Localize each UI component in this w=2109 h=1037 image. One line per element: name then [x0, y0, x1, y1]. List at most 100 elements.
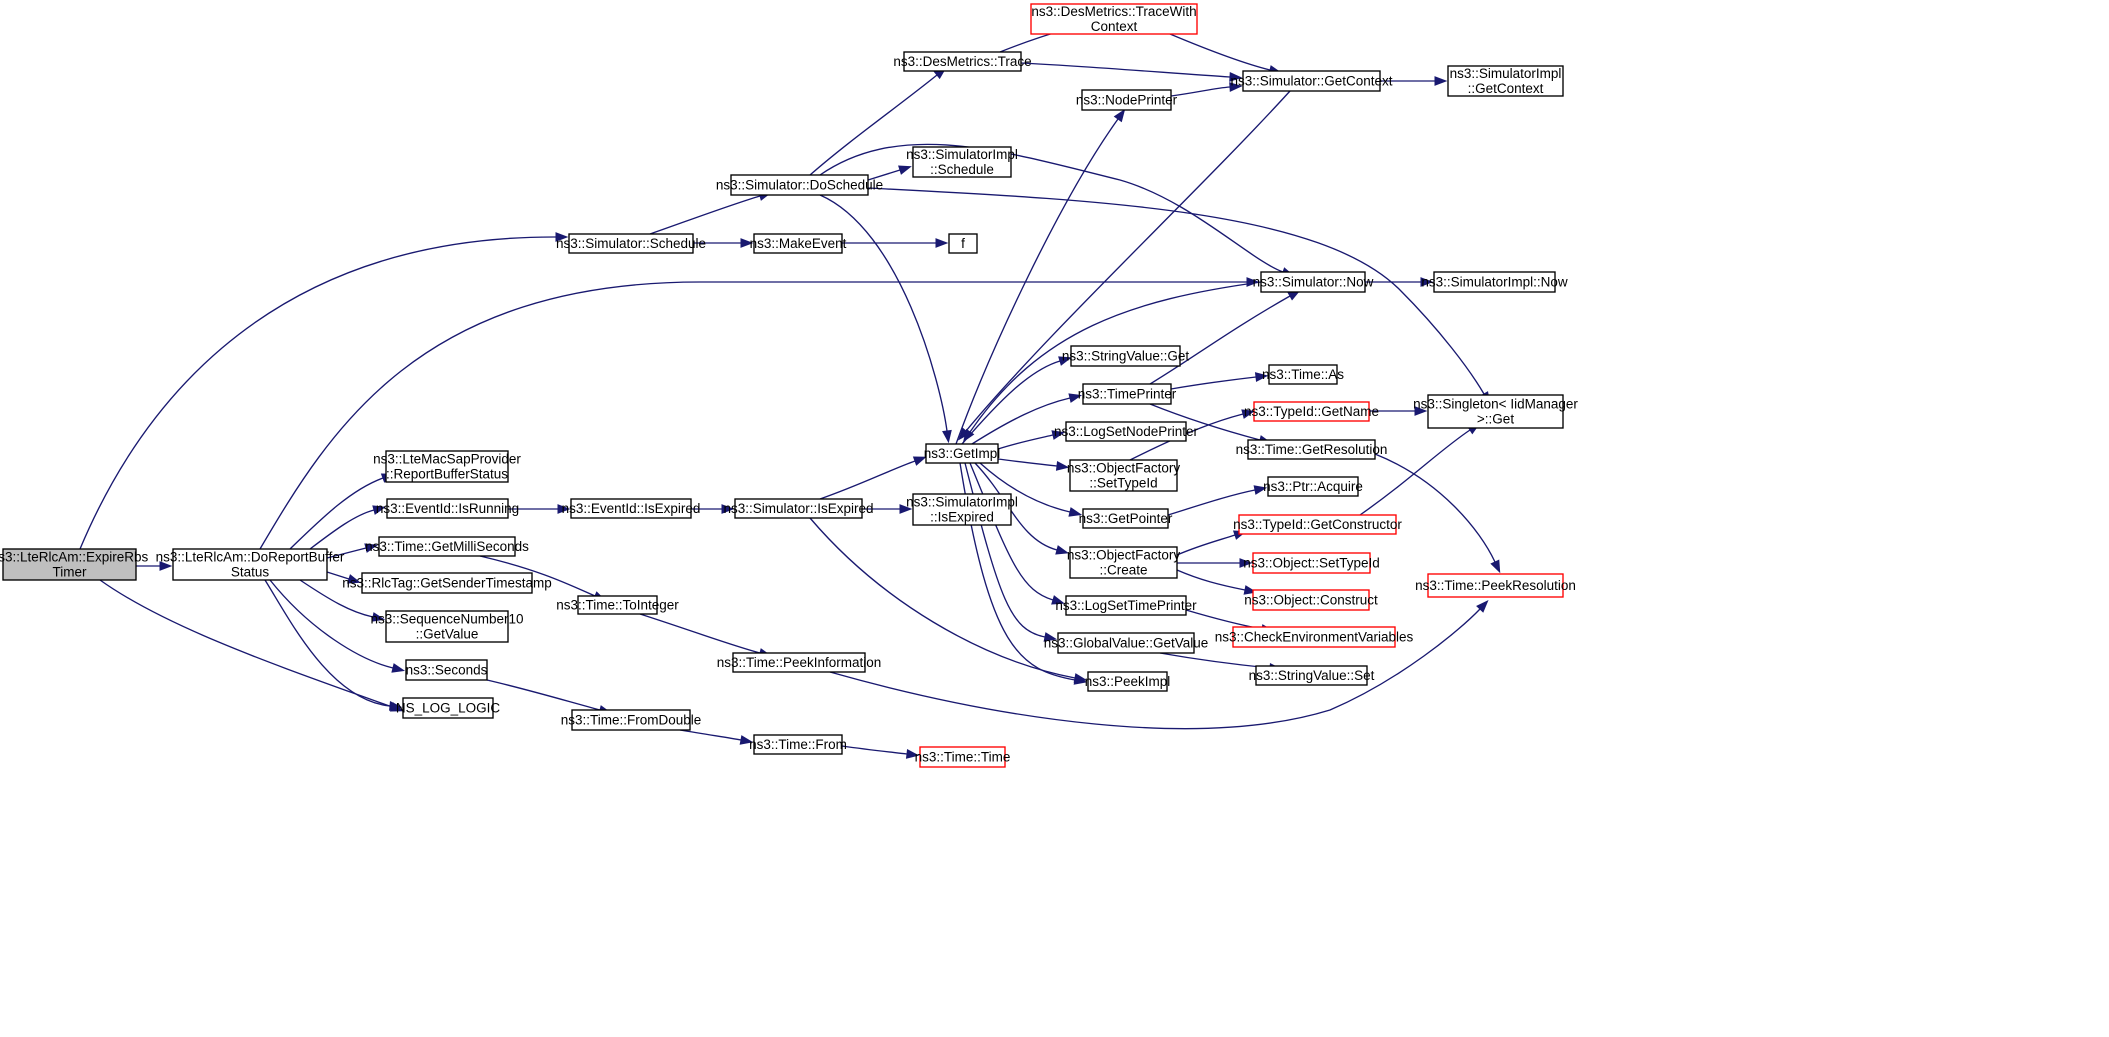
node-box[interactable] [1087, 671, 1168, 692]
node-box[interactable] [1069, 459, 1178, 492]
node-typeidname[interactable]: ns3::TypeId::GetName [1244, 401, 1379, 422]
node-objconstruct[interactable]: ns3::Object::Construct [1244, 589, 1378, 611]
node-nslog[interactable]: NS_LOG_LOGIC [396, 697, 501, 719]
node-box[interactable] [912, 493, 1012, 526]
node-box[interactable] [1065, 421, 1187, 442]
node-box[interactable] [912, 146, 1012, 178]
node-box[interactable] [361, 572, 533, 594]
node-box[interactable] [1433, 271, 1556, 293]
node-eventisexpired[interactable]: ns3::EventId::IsExpired [562, 498, 701, 519]
node-objsettypeid[interactable]: ns3::Object::SetTypeId [1243, 552, 1380, 574]
node-box[interactable] [1057, 632, 1195, 654]
node-implnow[interactable]: ns3::SimulatorImpl::Now [1421, 271, 1568, 293]
node-stringset[interactable]: ns3::StringValue::Set [1249, 665, 1375, 686]
node-checkenv[interactable]: ns3::CheckEnvironmentVariables [1215, 626, 1414, 648]
node-box[interactable] [172, 548, 328, 581]
node-box[interactable] [1081, 89, 1172, 111]
node-box[interactable] [402, 697, 494, 719]
node-timeprinter[interactable]: ns3::TimePrinter [1078, 383, 1177, 405]
node-peekimpl[interactable]: ns3::PeekImpl [1085, 671, 1171, 692]
node-box[interactable] [1069, 546, 1178, 579]
node-seqnum[interactable]: ns3::SequenceNumber10::GetValue [370, 610, 524, 643]
node-box[interactable] [1447, 65, 1564, 97]
node-box[interactable] [1070, 345, 1181, 367]
node-getpointer[interactable]: ns3::GetPointer [1079, 508, 1173, 529]
node-box[interactable] [753, 233, 843, 254]
node-box[interactable] [1260, 271, 1366, 293]
node-stringget[interactable]: ns3::StringValue::Get [1062, 345, 1190, 367]
node-box[interactable] [1268, 364, 1338, 385]
node-box[interactable] [385, 610, 509, 643]
node-timeas[interactable]: ns3::Time::As [1262, 364, 1344, 385]
node-box[interactable] [1252, 552, 1371, 574]
node-box[interactable] [1252, 589, 1370, 611]
node-box[interactable] [568, 233, 694, 254]
node-box[interactable] [1065, 595, 1187, 616]
node-timefrom[interactable]: ns3::Time::From [749, 734, 847, 755]
node-typeidctor[interactable]: ns3::TypeId::GetConstructor [1233, 514, 1402, 535]
node-box[interactable] [1427, 394, 1564, 429]
node-box[interactable] [1253, 401, 1370, 422]
node-getimpl[interactable]: ns3::GetImpl [924, 443, 1001, 464]
node-box[interactable] [753, 734, 843, 755]
node-ofcreate[interactable]: ns3::ObjectFactory::Create [1067, 546, 1181, 579]
node-f[interactable]: f [948, 233, 978, 254]
node-singleton[interactable]: ns3::Singleton< IidManager>::Get [1413, 394, 1578, 429]
node-box[interactable] [1427, 573, 1564, 598]
node-logsettime[interactable]: ns3::LogSetTimePrinter [1055, 595, 1197, 616]
node-box[interactable] [1030, 3, 1198, 35]
node-rlctag[interactable]: ns3::RlcTag::GetSenderTimestamp [342, 572, 552, 594]
node-globalget[interactable]: ns3::GlobalValue::GetValue [1044, 632, 1209, 654]
node-box[interactable] [1238, 514, 1397, 535]
node-lteprovider[interactable]: ns3::LteMacSapProvider::ReportBufferStat… [373, 450, 521, 483]
node-box[interactable] [1082, 383, 1172, 405]
node-logsetnode[interactable]: ns3::LogSetNodePrinter [1054, 421, 1199, 442]
node-nodeprinter[interactable]: ns3::NodePrinter [1076, 89, 1178, 111]
node-box[interactable] [734, 498, 863, 519]
node-implgetcontext[interactable]: ns3::SimulatorImpl::GetContext [1447, 65, 1564, 97]
node-seconds[interactable]: ns3::Seconds [405, 659, 488, 681]
node-box[interactable] [1082, 508, 1169, 529]
node-box[interactable] [378, 536, 516, 557]
node-tointeger[interactable]: ns3::Time::ToInteger [556, 595, 679, 615]
node-box[interactable] [385, 450, 509, 483]
node-doschedule[interactable]: ns3::Simulator::DoSchedule [716, 174, 883, 196]
node-schedule[interactable]: ns3::Simulator::Schedule [556, 233, 706, 254]
node-box[interactable] [577, 595, 658, 615]
node-implschedule[interactable]: ns3::SimulatorImpl::Schedule [906, 146, 1018, 178]
node-timegetres[interactable]: ns3::Time::GetResolution [1236, 439, 1388, 460]
node-getmilli[interactable]: ns3::Time::GetMilliSeconds [365, 536, 529, 557]
node-box[interactable] [730, 174, 869, 196]
node-box[interactable] [405, 659, 488, 681]
node-makeevent[interactable]: ns3::MakeEvent [750, 233, 847, 254]
node-simisexpired[interactable]: ns3::Simulator::IsExpired [723, 498, 874, 519]
node-box[interactable] [1232, 626, 1396, 648]
node-ofsettypeid[interactable]: ns3::ObjectFactory::SetTypeId [1067, 459, 1181, 492]
node-box[interactable] [948, 233, 978, 254]
node-box[interactable] [570, 498, 692, 519]
node-destrace[interactable]: ns3::DesMetrics::Trace [893, 51, 1032, 72]
node-getcontext[interactable]: ns3::Simulator::GetContext [1230, 70, 1393, 92]
node-box[interactable] [925, 443, 999, 464]
node-box[interactable] [386, 498, 509, 519]
node-peekres[interactable]: ns3::Time::PeekResolution [1415, 573, 1576, 598]
node-eventisrunning[interactable]: ns3::EventId::IsRunning [376, 498, 519, 519]
node-fromdouble[interactable]: ns3::Time::FromDouble [561, 709, 702, 731]
node-box[interactable] [903, 51, 1022, 72]
node-box[interactable] [1247, 439, 1376, 460]
node-box[interactable] [919, 746, 1006, 768]
node-box[interactable] [2, 548, 137, 581]
node-box[interactable] [1242, 70, 1381, 92]
node-box[interactable] [732, 652, 866, 673]
node-now[interactable]: ns3::Simulator::Now [1253, 271, 1374, 293]
node-ptracquire[interactable]: ns3::Ptr::Acquire [1263, 476, 1363, 497]
node-box[interactable] [1267, 476, 1359, 497]
node-implisexpired[interactable]: ns3::SimulatorImpl::IsExpired [906, 493, 1018, 526]
node-timetime[interactable]: ns3::Time::Time [915, 746, 1011, 768]
node-peekinfo[interactable]: ns3::Time::PeekInformation [717, 652, 882, 673]
node-box[interactable] [571, 709, 691, 731]
node-box[interactable] [1255, 665, 1368, 686]
